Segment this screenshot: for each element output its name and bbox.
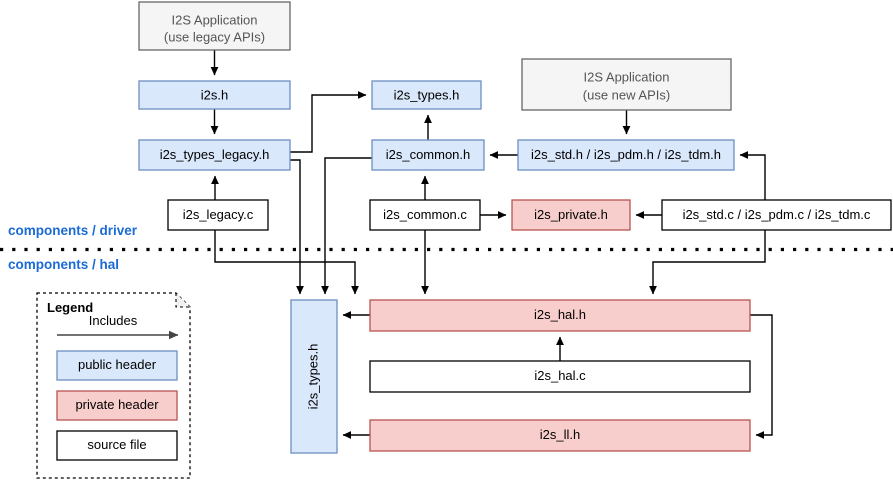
node-i2s-private-h[interactable]: i2s_private.h: [511, 199, 631, 231]
edge-layer: [210, 50, 773, 439]
edge-common-h-to-types-hal: [321, 157, 372, 295]
node-i2s-std-pdm-tdm-c-label: i2s_std.c / i2s_pdm.c / i2s_tdm.c: [683, 207, 871, 222]
node-i2s-h[interactable]: i2s.h: [138, 80, 291, 110]
legend-item-source-file: source file: [56, 430, 178, 461]
node-i2s-ll-h[interactable]: i2s_ll.h: [369, 419, 751, 452]
edge-std-c-to-std-h: [739, 151, 766, 200]
node-i2s-types-h-hal-label: i2s_types.h: [305, 344, 320, 410]
node-i2s-types-h-top[interactable]: i2s_types.h: [371, 80, 482, 110]
node-app-new: I2S Application (use new APIs): [521, 58, 732, 111]
node-i2s-h-label: i2s.h: [201, 87, 228, 102]
node-i2s-ll-h-label: i2s_ll.h: [540, 427, 580, 442]
node-app-legacy: I2S Application (use legacy APIs): [138, 1, 291, 51]
legend-item-private-header-label: private header: [75, 397, 159, 412]
edge-types-legacy-to-types-hal: [290, 159, 304, 295]
node-i2s-std-pdm-tdm-h[interactable]: i2s_std.h / i2s_pdm.h / i2s_tdm.h: [517, 139, 735, 171]
node-i2s-legacy-c-label: i2s_legacy.c: [183, 207, 254, 222]
node-i2s-common-c[interactable]: i2s_common.c: [369, 199, 481, 231]
edge-hal-h-to-ll-h: [750, 314, 773, 439]
node-i2s-types-legacy-h[interactable]: i2s_types_legacy.h: [138, 139, 291, 171]
zone-label-hal: components / hal: [8, 257, 119, 272]
legend-item-source-file-label: source file: [87, 437, 146, 452]
node-i2s-types-h-hal[interactable]: i2s_types.h: [290, 299, 338, 454]
edge-std-c-to-hal-h: [649, 230, 766, 295]
node-i2s-common-h-label: i2s_common.h: [386, 147, 471, 162]
legend-folded-corner: [175, 293, 190, 308]
node-app-legacy-line1: I2S Application: [171, 12, 257, 27]
legend-item-public-header-label: public header: [78, 357, 157, 372]
node-i2s-private-h-label: i2s_private.h: [534, 207, 608, 222]
legend-item-private-header: private header: [56, 390, 178, 421]
edge-legacy-c-to-hal-h: [214, 230, 359, 295]
node-i2s-types-h-top-label: i2s_types.h: [394, 87, 460, 102]
node-i2s-common-h[interactable]: i2s_common.h: [371, 139, 485, 171]
node-i2s-hal-c-label: i2s_hal.c: [534, 368, 586, 383]
node-i2s-legacy-c[interactable]: i2s_legacy.c: [167, 199, 269, 231]
node-i2s-std-pdm-tdm-h-label: i2s_std.h / i2s_pdm.h / i2s_tdm.h: [531, 147, 721, 162]
legend-title: Legend: [47, 300, 93, 315]
legend: Legend Includes public header private he…: [36, 292, 191, 479]
zone-label-driver: components / driver: [8, 223, 138, 238]
node-i2s-hal-c[interactable]: i2s_hal.c: [369, 360, 751, 393]
node-i2s-hal-h[interactable]: i2s_hal.h: [369, 299, 751, 332]
node-app-new-line2: (use new APIs): [583, 87, 670, 102]
node-i2s-hal-h-label: i2s_hal.h: [534, 307, 586, 322]
legend-includes-label: Includes: [89, 313, 138, 328]
node-app-legacy-line2: (use legacy APIs): [164, 29, 265, 44]
node-i2s-std-pdm-tdm-c[interactable]: i2s_std.c / i2s_pdm.c / i2s_tdm.c: [661, 199, 892, 231]
node-i2s-types-legacy-h-label: i2s_types_legacy.h: [160, 147, 270, 162]
edge-types-legacy-to-types-top: [290, 91, 367, 153]
node-app-new-line1: I2S Application: [583, 69, 669, 84]
node-i2s-common-c-label: i2s_common.c: [383, 207, 467, 222]
legend-item-public-header: public header: [56, 350, 178, 381]
